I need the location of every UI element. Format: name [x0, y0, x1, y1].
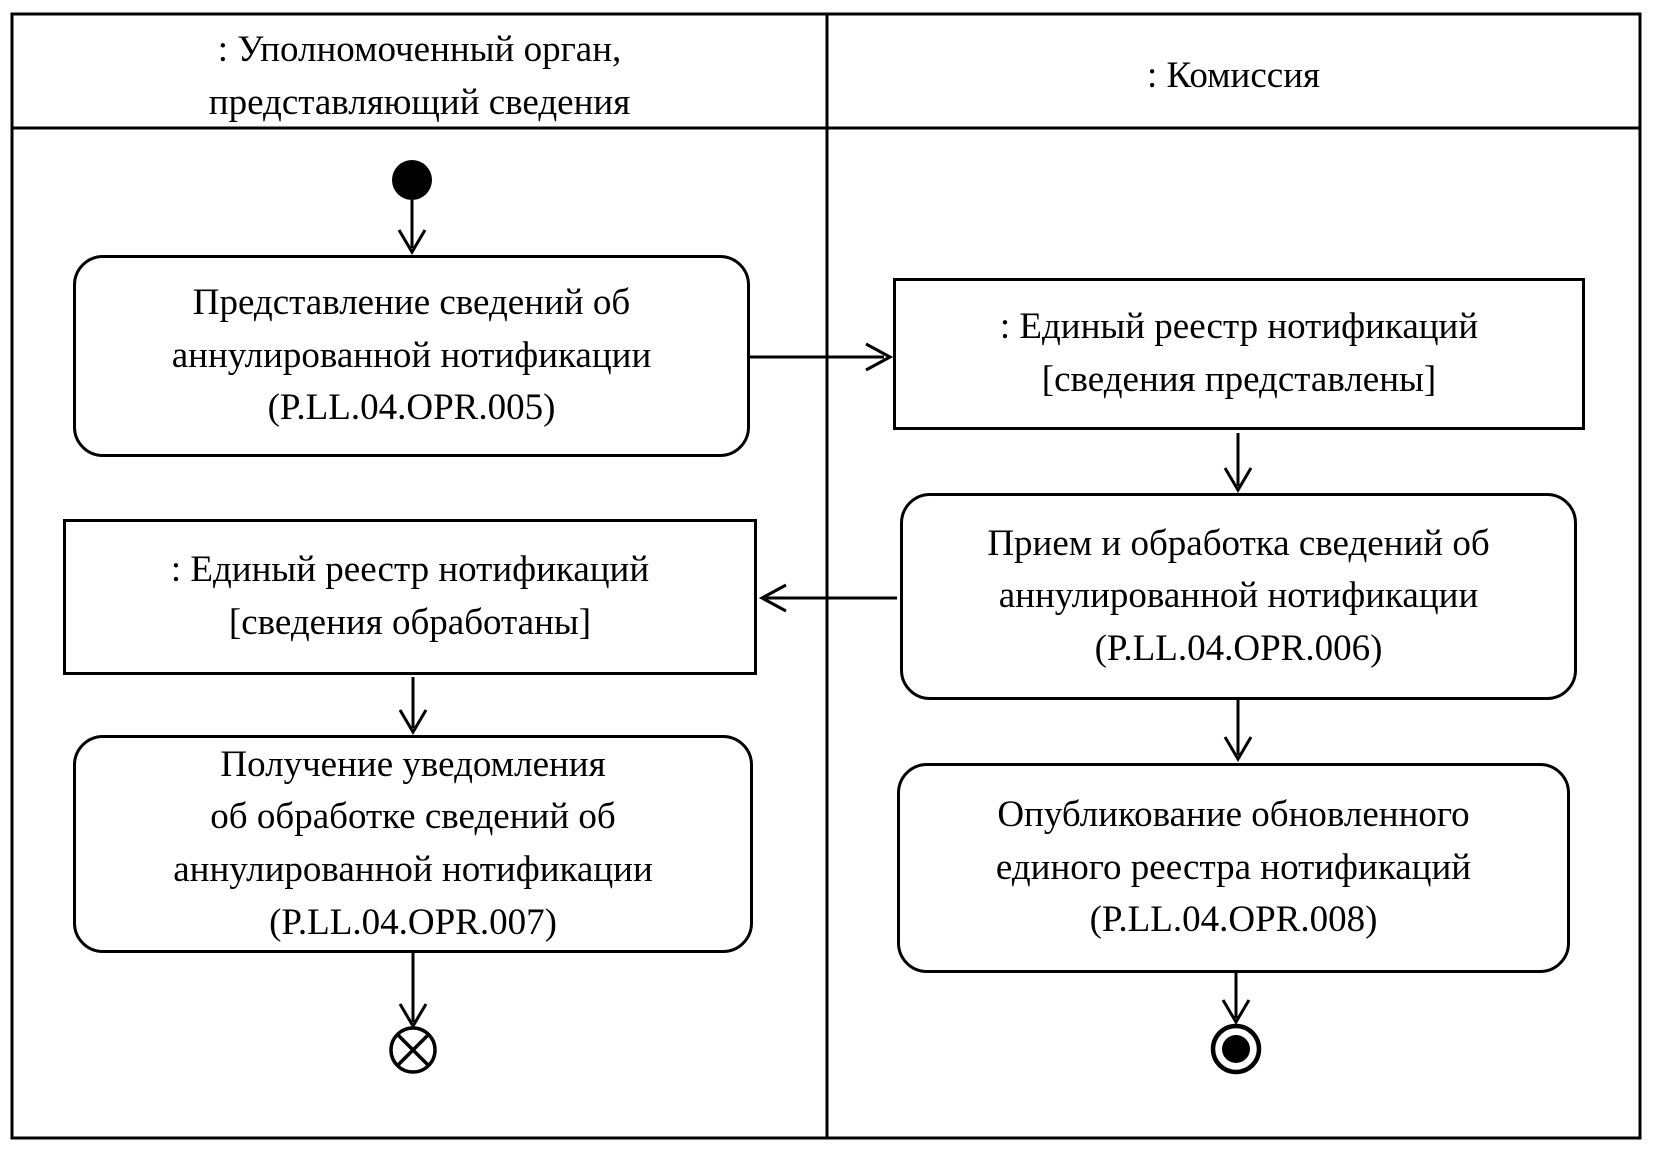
edge-act006-to-act008 — [1223, 700, 1253, 762]
edge-act006-to-obj-processed — [758, 583, 897, 613]
edge-act008-to-activity-final — [1221, 973, 1251, 1025]
object-node-unified-register-info-processed: : Единый реестр нотификаций [сведения об… — [63, 519, 757, 675]
action-node-publish-updated-register: Опубликование обновленного единого реест… — [897, 763, 1570, 973]
object-node-unified-register-info-represented: : Единый реестр нотификаций [сведения пр… — [893, 278, 1585, 430]
edge-obj-processed-to-act007 — [398, 677, 428, 735]
edge-obj-represented-to-act006 — [1223, 433, 1253, 493]
edge-start-to-act005 — [397, 200, 427, 255]
flow-final-node — [389, 1026, 437, 1074]
action-node-present-cancelled-notification-info: Представление сведений об аннулированной… — [73, 255, 750, 457]
activity-final-node — [1210, 1023, 1262, 1075]
lane-header-authorized-body: : Уполномоченный орган, представляющий с… — [208, 29, 631, 123]
action-node-receive-processing-notification: Получение уведомления об обработке сведе… — [73, 735, 753, 953]
initial-node — [392, 160, 432, 200]
action-node-receive-process-cancelled-notification-info: Прием и обработка сведений об аннулирова… — [900, 493, 1577, 700]
edge-act007-to-flow-final — [398, 953, 428, 1029]
lane-header-commission: : Комиссия — [1146, 55, 1321, 96]
edge-act005-to-obj-represented — [750, 342, 894, 372]
